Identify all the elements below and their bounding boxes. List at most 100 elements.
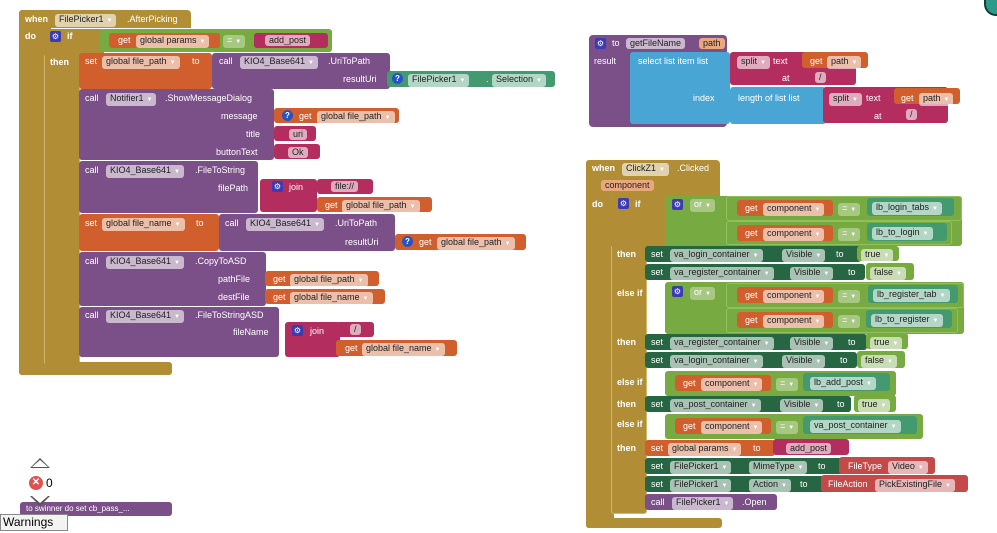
gear-icon[interactable]: ⚙ [672, 199, 683, 210]
operator-dropdown[interactable]: =▼ [838, 290, 861, 303]
or-dropdown[interactable]: or▼ [690, 199, 715, 212]
text-value[interactable]: / [350, 324, 361, 335]
property-dropdown[interactable]: Visible▼ [790, 337, 834, 350]
param-name-field[interactable]: path [699, 38, 725, 49]
var-dropdown[interactable]: component▼ [763, 203, 825, 216]
helper-dropdown[interactable]: PickExistingFile▼ [875, 479, 955, 492]
boolean-dropdown[interactable]: true▼ [861, 249, 894, 262]
var-dropdown[interactable]: global file_path▼ [342, 200, 420, 213]
property-dropdown[interactable]: Selection▼ [492, 74, 546, 87]
gear-icon[interactable]: ⚙ [672, 286, 683, 297]
gear-icon[interactable]: ⚙ [292, 325, 303, 336]
component-dropdown[interactable]: lb_add_post▼ [810, 377, 876, 390]
text-value[interactable]: add_post [786, 443, 832, 454]
boolean-dropdown[interactable]: false▼ [861, 355, 897, 368]
gear-icon[interactable]: ⚙ [595, 38, 606, 49]
var-dropdown[interactable]: component▼ [701, 378, 763, 391]
component-dropdown[interactable]: KIO4_Base641▼ [246, 218, 324, 231]
previous-warning-arrow[interactable] [30, 458, 50, 468]
gear-icon[interactable]: ⚙ [618, 198, 629, 209]
component-dropdown[interactable]: va_login_container▼ [670, 249, 763, 262]
join-block[interactable] [260, 179, 317, 212]
component-dropdown[interactable]: FilePicker1▼ [672, 497, 734, 510]
var-dropdown[interactable]: component▼ [763, 290, 825, 303]
split-dropdown[interactable]: split▼ [829, 93, 862, 106]
gear-icon[interactable]: ⚙ [272, 181, 283, 192]
component-dropdown[interactable]: va_register_container▼ [670, 267, 774, 280]
component-dropdown[interactable]: lb_to_login▼ [872, 227, 933, 240]
var-dropdown[interactable]: component▼ [763, 315, 825, 328]
component-dropdown[interactable]: FilePicker1▼ [670, 479, 732, 492]
text-value[interactable]: uri [289, 129, 308, 140]
component-dropdown[interactable]: ClickZ1▼ [622, 163, 669, 176]
select-list-item-block[interactable] [630, 52, 730, 124]
var-dropdown[interactable]: global file_path▼ [290, 274, 368, 287]
var-dropdown[interactable]: component▼ [763, 228, 825, 241]
var-dropdown[interactable]: path▼ [919, 93, 954, 106]
var-dropdown[interactable]: global file_name▼ [102, 218, 185, 231]
var-dropdown[interactable]: global file_name▼ [362, 343, 445, 356]
component-dropdown[interactable]: lb_register_tab▼ [873, 289, 950, 302]
var-dropdown[interactable]: global params▼ [136, 35, 210, 48]
component-dropdown[interactable]: va_login_container▼ [670, 355, 763, 368]
helper-dropdown[interactable]: Video▼ [888, 461, 928, 474]
var-dropdown[interactable]: component▼ [701, 421, 763, 434]
var-dropdown[interactable]: global file_path▼ [317, 111, 395, 124]
collapsed-block[interactable] [20, 502, 172, 516]
set-label: set [651, 267, 664, 277]
component-dropdown[interactable]: va_post_container▼ [670, 399, 761, 412]
separator-value[interactable]: / [815, 72, 826, 83]
boolean-dropdown[interactable]: true▼ [858, 399, 891, 412]
property-dropdown[interactable]: Visible▼ [780, 399, 824, 412]
component-dropdown[interactable]: FilePicker1▼ [670, 461, 732, 474]
operator-dropdown[interactable]: =▼ [838, 315, 861, 328]
component-dropdown[interactable]: lb_login_tabs▼ [872, 202, 942, 215]
component-dropdown[interactable]: Notifier1▼ [106, 93, 157, 106]
next-warning-arrow[interactable] [30, 496, 50, 506]
component-dropdown[interactable]: lb_to_register▼ [871, 314, 943, 327]
component-dropdown[interactable]: FilePicker1▼ [55, 14, 117, 27]
operator-dropdown[interactable]: =▼ [776, 421, 799, 434]
property-dropdown[interactable]: Visible▼ [790, 267, 834, 280]
operator-dropdown[interactable]: =▼ [838, 228, 861, 241]
operator-dropdown[interactable]: =▼ [776, 378, 799, 391]
property-dropdown[interactable]: Visible▼ [782, 355, 826, 368]
help-icon[interactable]: ? [392, 73, 403, 84]
operator-dropdown[interactable]: =▼ [223, 35, 246, 48]
component-dropdown[interactable]: va_post_container▼ [810, 420, 901, 433]
help-icon[interactable]: ? [402, 236, 413, 247]
split-dropdown[interactable]: split▼ [737, 56, 770, 69]
separator-value[interactable]: / [906, 109, 917, 120]
component-dropdown[interactable]: KIO4_Base641▼ [106, 256, 184, 269]
get-label: get [683, 378, 696, 388]
component-dropdown[interactable]: va_register_container▼ [670, 337, 774, 350]
param-name-field[interactable]: component [601, 180, 654, 191]
length-of-list-block[interactable] [730, 87, 826, 124]
text-value[interactable]: Ok [288, 147, 308, 158]
property-dropdown[interactable]: Action▼ [749, 479, 791, 492]
procedure-name-field[interactable]: getFileName [626, 38, 686, 49]
or-dropdown[interactable]: or▼ [690, 287, 715, 300]
warnings-toggle-button[interactable]: Warnings [0, 514, 68, 531]
boolean-dropdown[interactable]: false▼ [870, 267, 906, 280]
text-value[interactable]: add_post [265, 35, 311, 46]
component-dropdown[interactable]: FilePicker1▼ [408, 74, 470, 87]
get-label: get [273, 292, 286, 302]
component-dropdown[interactable]: KIO4_Base641▼ [240, 56, 318, 69]
gear-icon[interactable]: ⚙ [50, 31, 61, 42]
operator-dropdown[interactable]: =▼ [838, 203, 861, 216]
text-value[interactable]: file:// [331, 181, 359, 192]
property-dropdown[interactable]: MimeType▼ [749, 461, 808, 474]
component-dropdown[interactable]: KIO4_Base641▼ [106, 165, 184, 178]
component-dropdown[interactable]: KIO4_Base641▼ [106, 310, 184, 323]
if-block[interactable] [44, 29, 80, 369]
var-dropdown[interactable]: path▼ [827, 56, 862, 69]
var-dropdown[interactable]: global file_path▼ [102, 56, 180, 69]
var-dropdown[interactable]: global file_name▼ [290, 292, 373, 305]
property-dropdown[interactable]: Visible▼ [782, 249, 826, 262]
var-dropdown[interactable]: global file_path▼ [437, 237, 515, 250]
help-icon[interactable]: ? [282, 110, 293, 121]
boolean-dropdown[interactable]: true▼ [870, 337, 903, 350]
var-dropdown[interactable]: global params▼ [668, 443, 742, 456]
set-label: set [651, 337, 664, 347]
